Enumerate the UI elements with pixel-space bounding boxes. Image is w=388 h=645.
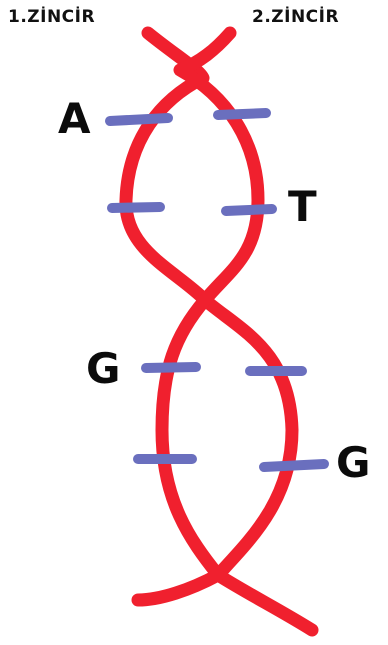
rung-1-right	[218, 113, 266, 115]
rung-1-left	[110, 118, 168, 121]
rung-2-left	[112, 207, 160, 208]
base-label-g-right: G	[336, 442, 370, 484]
base-label-t: T	[288, 186, 317, 228]
strand-1-label: 1.ZİNCİR	[8, 7, 95, 27]
rung-4-right	[264, 464, 324, 467]
strand-2-label: 2.ZİNCİR	[252, 7, 339, 27]
base-label-g-left: G	[86, 348, 120, 390]
base-label-a: A	[58, 98, 91, 140]
rung-2-right	[226, 209, 272, 211]
rung-3-left	[146, 367, 196, 368]
